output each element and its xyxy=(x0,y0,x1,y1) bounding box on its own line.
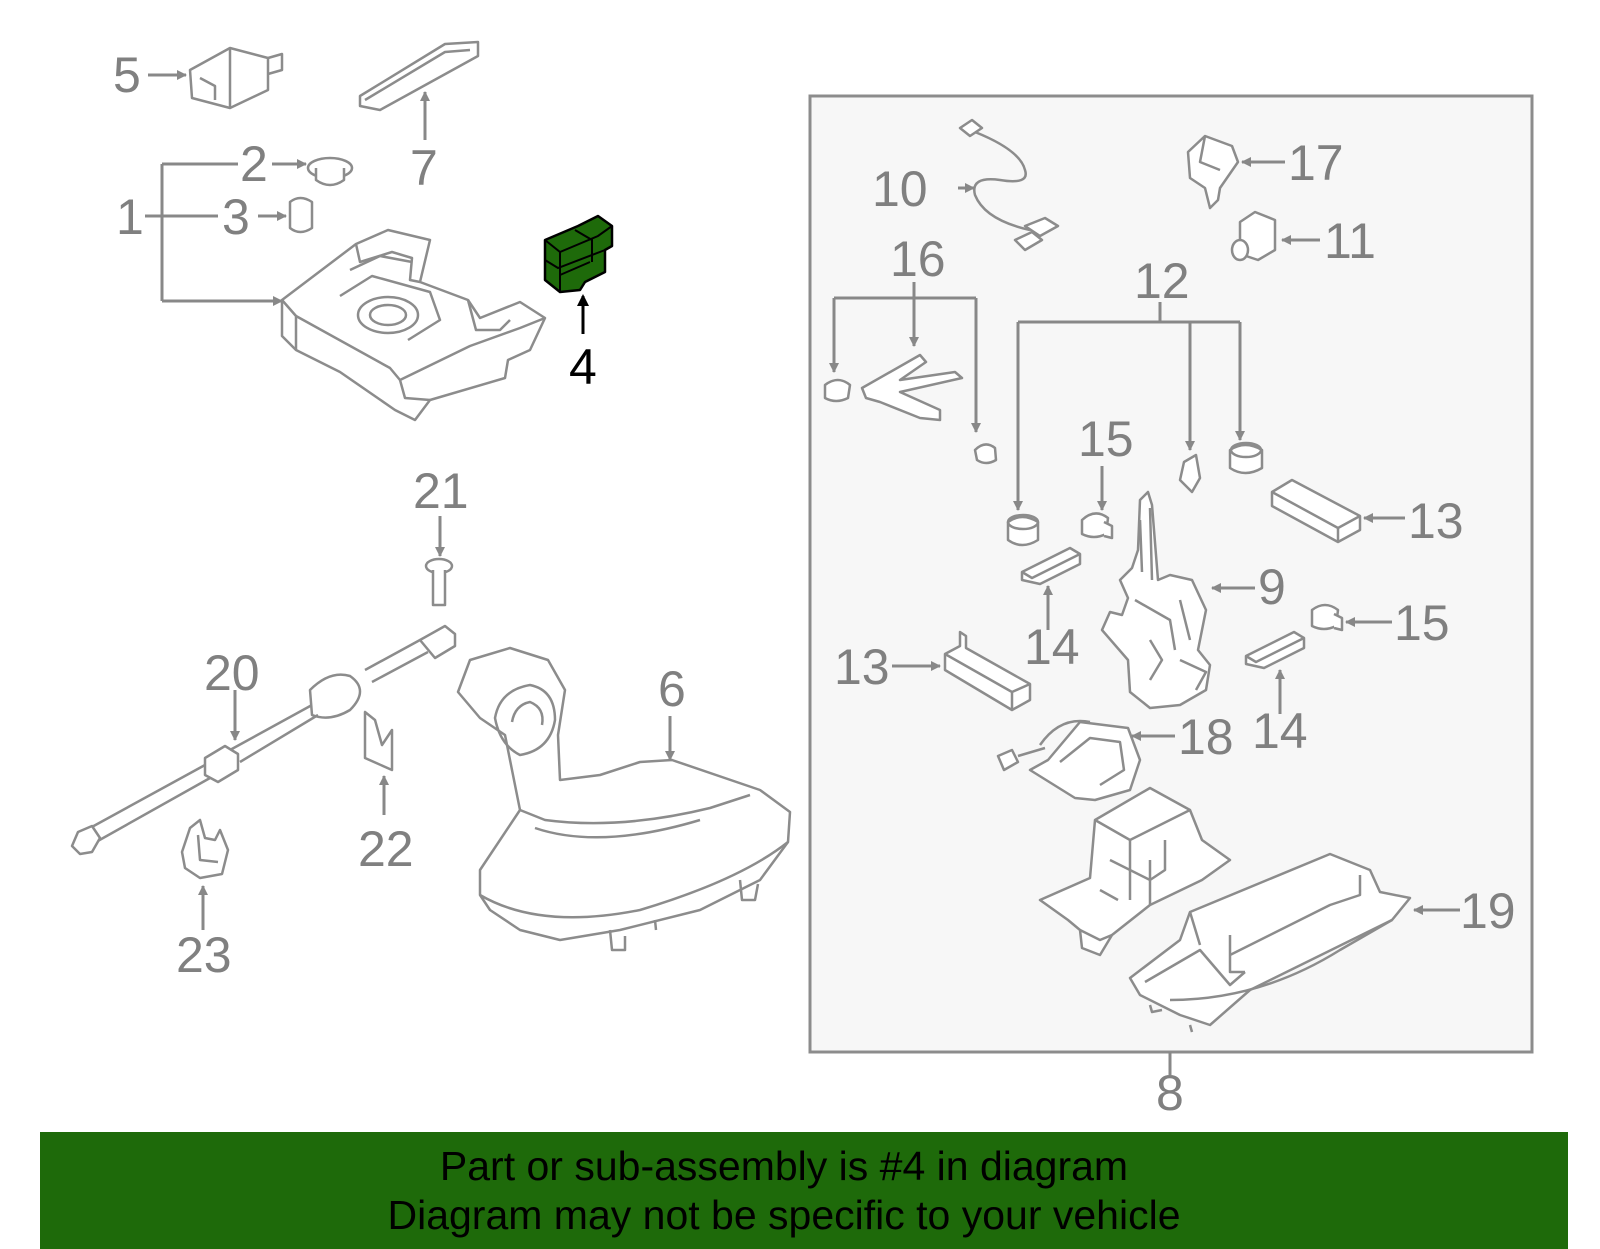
callout-13-right: 13 xyxy=(1408,493,1464,549)
part-16-bracket xyxy=(823,353,998,465)
part-14-pad-right xyxy=(1244,630,1306,670)
part-22-clip xyxy=(363,710,394,772)
callout-7: 7 xyxy=(410,140,438,196)
part-10-wiring-harness xyxy=(958,118,1060,252)
callout-3: 3 xyxy=(222,189,250,245)
part-13-trim-right xyxy=(1270,478,1362,544)
part-18-indicator xyxy=(996,719,1142,802)
part-15-fastener-lower xyxy=(1310,603,1344,632)
part-17-bracket xyxy=(1186,134,1240,210)
callout-10: 10 xyxy=(872,161,928,217)
callout-20: 20 xyxy=(204,645,260,701)
callout-13-left: 13 xyxy=(834,639,890,695)
part-1-console-trim xyxy=(280,228,547,422)
banner-line-1: Part or sub-assembly is #4 in diagram xyxy=(439,1143,1129,1189)
part-20-shift-cable xyxy=(70,624,457,856)
part-13-trim-left xyxy=(943,630,1032,712)
callout-5: 5 xyxy=(113,47,141,103)
callout-21: 21 xyxy=(413,463,469,519)
part-9-shift-lever xyxy=(1100,490,1212,710)
part-12-grommets xyxy=(1006,441,1264,547)
part-15-fastener-upper xyxy=(1080,512,1114,540)
banner-line-2: Diagram may not be specific to your vehi… xyxy=(387,1192,1181,1238)
callout-19: 19 xyxy=(1460,883,1516,939)
info-banner: Part or sub-assembly is #4 in diagram Di… xyxy=(40,1132,1568,1249)
part-4-highlighted xyxy=(543,214,614,294)
callout-11: 11 xyxy=(1324,213,1376,269)
part-2-plug xyxy=(306,156,354,187)
part-6-shift-boot xyxy=(456,646,792,952)
part-11-sensor xyxy=(1230,210,1277,262)
callout-6: 6 xyxy=(658,661,686,717)
part-14-pad-left xyxy=(1020,546,1082,586)
callout-18: 18 xyxy=(1178,709,1234,765)
part-7-trim xyxy=(358,40,480,112)
callout-22: 22 xyxy=(358,821,414,877)
callout-9: 9 xyxy=(1258,559,1286,615)
part-3-cap xyxy=(288,196,314,234)
callout-14-left: 14 xyxy=(1024,619,1080,675)
callout-labels: 5 7 2 1 3 4 21 20 6 22 23 10 17 11 16 12… xyxy=(113,47,1516,1121)
part-8-shifter-base xyxy=(1038,786,1232,957)
callout-2: 2 xyxy=(240,136,268,192)
callout-12: 12 xyxy=(1134,253,1190,309)
callout-15-upper: 15 xyxy=(1078,411,1134,467)
part-21-bolt xyxy=(424,557,454,607)
part-5-switch xyxy=(188,46,284,110)
callout-23: 23 xyxy=(176,927,232,983)
callout-15-lower: 15 xyxy=(1394,595,1450,651)
callout-4: 4 xyxy=(569,339,597,395)
callout-17: 17 xyxy=(1288,135,1344,191)
callout-1: 1 xyxy=(116,189,144,245)
part-23-clip xyxy=(180,818,230,880)
callout-8: 8 xyxy=(1156,1065,1184,1121)
part-19-tray xyxy=(1128,852,1412,1033)
callout-14-right: 14 xyxy=(1252,703,1308,759)
callout-16: 16 xyxy=(890,231,946,287)
